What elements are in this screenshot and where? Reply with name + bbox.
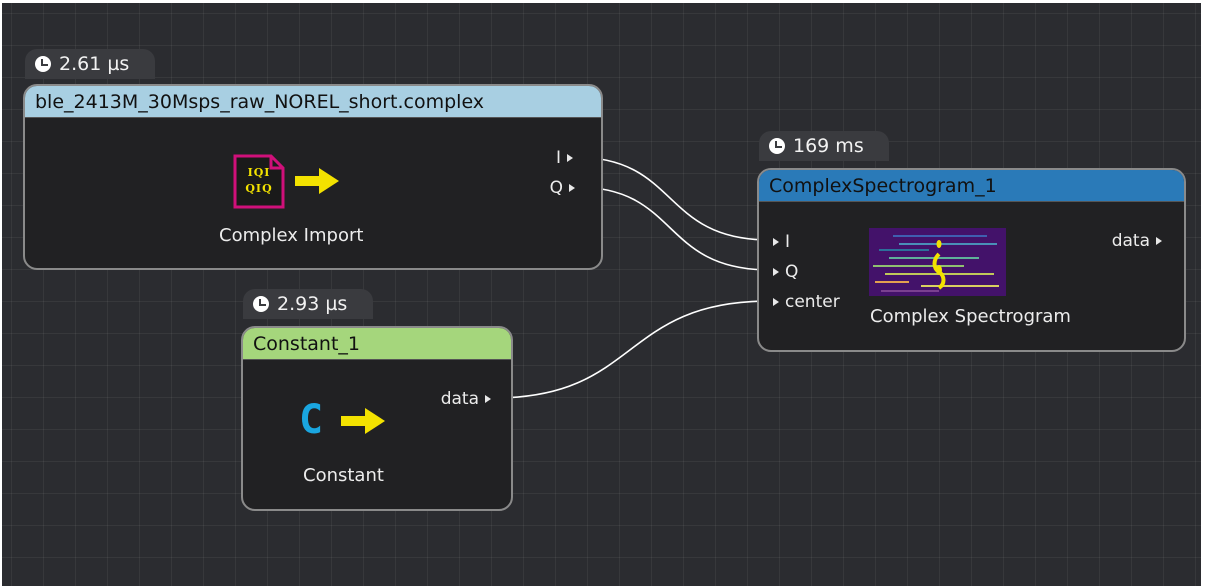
constant-timing-badge: 2.93 µs <box>243 289 373 319</box>
import-timing-badge: 2.61 µs <box>25 49 155 79</box>
spectrogram-timing-badge: 169 ms <box>759 131 889 161</box>
spectrogram-timing-value: 169 ms <box>793 135 864 157</box>
spectrogram-output-data[interactable]: data <box>1112 231 1162 251</box>
port-label: data <box>1111 231 1150 251</box>
port-arrow-icon <box>773 238 779 246</box>
frame-edge-top <box>0 0 1206 3</box>
complex-spectrogram-node[interactable]: ComplexSpectrogram_1 I Q center Complex … <box>757 168 1186 352</box>
clock-icon <box>769 138 785 154</box>
wire-import-Q-to-spectrogram-Q[interactable] <box>575 186 771 271</box>
frame-edge-right <box>1201 0 1206 586</box>
port-label: I <box>785 232 791 252</box>
spectrogram-node-title[interactable]: ComplexSpectrogram_1 <box>759 170 1184 202</box>
frame-edge-left <box>0 0 2 586</box>
iq-file-icon: IQI QIQ <box>233 154 285 209</box>
clock-icon <box>35 56 51 72</box>
spectrogram-caption: Complex Spectrogram <box>870 306 1071 327</box>
port-arrow-icon <box>773 298 779 306</box>
port-arrow-icon <box>773 268 779 276</box>
clock-icon <box>253 296 269 312</box>
spectrogram-input-Q[interactable]: Q <box>773 262 798 282</box>
port-label: I <box>555 148 561 168</box>
iq-icon-text-top: IQI <box>247 166 271 179</box>
port-label: Q <box>785 262 799 282</box>
spectrogram-input-I[interactable]: I <box>773 232 790 252</box>
constant-c-icon: C <box>299 397 324 443</box>
wire-constant-data-to-spectrogram-center[interactable] <box>493 300 771 399</box>
port-label: data <box>440 389 479 409</box>
port-arrow-icon <box>485 395 491 403</box>
import-caption: Complex Import <box>219 225 364 246</box>
constant-timing-value: 2.93 µs <box>277 293 348 315</box>
import-node-title[interactable]: ble_2413M_30Msps_raw_NOREL_short.complex <box>25 86 601 118</box>
wire-import-I-to-spectrogram-I[interactable] <box>573 156 771 241</box>
constant-node[interactable]: Constant_1 C Constant data <box>241 326 513 511</box>
complex-import-node[interactable]: ble_2413M_30Msps_raw_NOREL_short.complex… <box>23 84 603 270</box>
iq-icon-text-bottom: QIQ <box>245 182 273 195</box>
port-arrow-icon <box>569 184 575 192</box>
constant-node-title[interactable]: Constant_1 <box>243 328 511 360</box>
import-timing-value: 2.61 µs <box>59 53 130 75</box>
output-arrow-icon <box>341 408 387 434</box>
spectrogram-thumbnail-icon <box>869 228 1006 296</box>
constant-output-data[interactable]: data <box>441 389 491 409</box>
import-output-I[interactable]: I <box>556 148 573 168</box>
import-output-Q[interactable]: Q <box>550 178 575 198</box>
output-arrow-icon <box>295 168 341 194</box>
constant-caption: Constant <box>303 465 384 486</box>
port-label: center <box>785 292 840 312</box>
port-label: Q <box>549 178 563 198</box>
spectrogram-input-center[interactable]: center <box>773 292 840 312</box>
port-arrow-icon <box>1156 237 1162 245</box>
port-arrow-icon <box>567 154 573 162</box>
